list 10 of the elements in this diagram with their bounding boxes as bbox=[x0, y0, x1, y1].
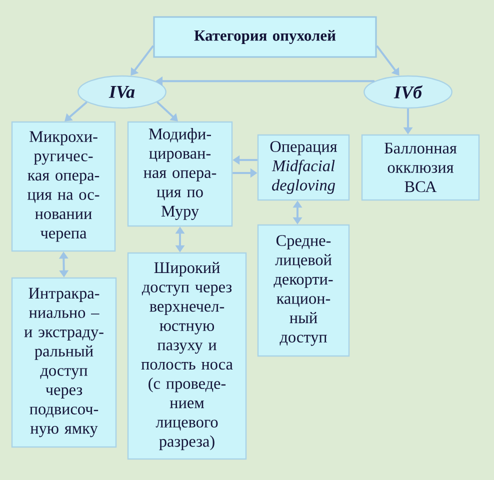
text-box: Модифи- цирован- ная опера- ция по Муру bbox=[127, 121, 233, 227]
text-box: Баллонная окклюзия ВСА bbox=[361, 134, 480, 201]
arrow bbox=[156, 101, 178, 122]
heading-box: Категория опухолей bbox=[153, 16, 377, 58]
text-box: Микрохи- ругичес- кая опера- ция на ос- новании черепа bbox=[11, 121, 116, 252]
arrow bbox=[64, 101, 88, 122]
text-box: Интракра- ниально – и экстраду- ральный доступ через подвисоч- ную ямку bbox=[11, 277, 117, 448]
text-box: Операция Midfacial degloving bbox=[257, 134, 350, 201]
text-box: Широкий доступ через верхнечел- юстную пазуху и полость носа (с проведе- нием лицевого разреза) bbox=[127, 252, 247, 460]
text-box: Средне- лицевой декорти- кацион- ный доступ bbox=[257, 224, 350, 357]
